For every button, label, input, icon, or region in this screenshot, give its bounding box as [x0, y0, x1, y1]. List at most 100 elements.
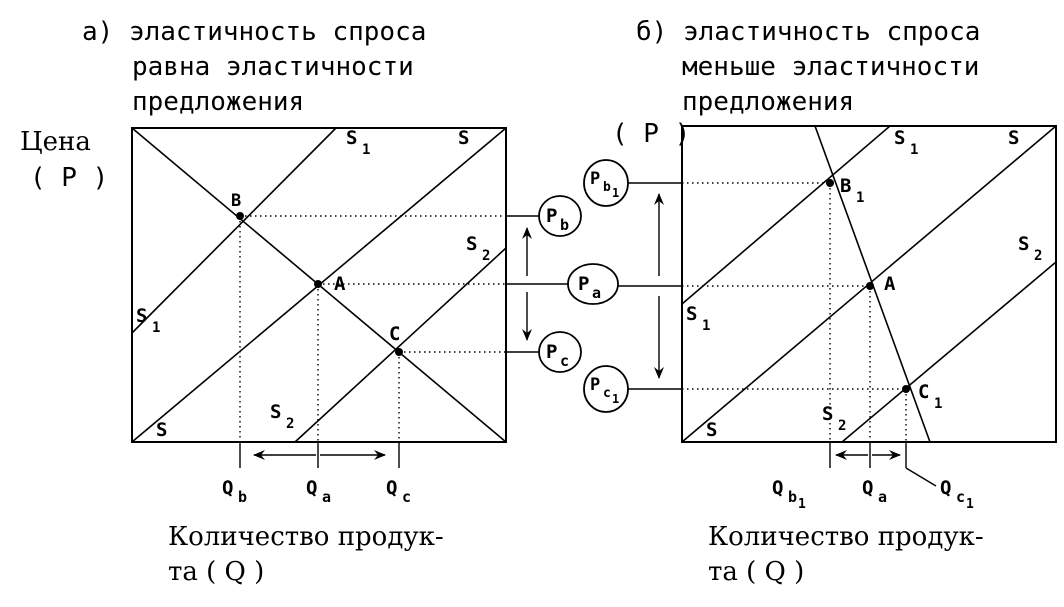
- panel-a-label-qc: Q c: [386, 477, 411, 506]
- svg-text:P: P: [590, 169, 600, 189]
- panel-b-label-s2-bottom: S 2: [822, 403, 846, 434]
- price-connector: P b P a P c P b 1 P c 1: [506, 159, 682, 413]
- svg-text:b: b: [560, 216, 569, 234]
- pb1-circle: [583, 159, 629, 207]
- svg-text:C: C: [918, 381, 929, 403]
- panel-b-point-b1: [826, 179, 834, 187]
- panel-a-point-a: [314, 280, 322, 288]
- svg-text:S: S: [1018, 233, 1029, 255]
- panel-b-title-line1: б) эластичность спроса: [636, 17, 980, 47]
- svg-text:Q: Q: [772, 477, 783, 499]
- pa-circle: [567, 263, 619, 305]
- label-pc1: P c 1: [590, 375, 619, 406]
- panel-a-label-c: C: [389, 323, 400, 345]
- panel-b-supply-s1-line: [681, 125, 891, 305]
- panel-a: а) эластичность спроса равна эластичност…: [20, 17, 507, 587]
- panel-a-point-b: [236, 212, 244, 220]
- svg-text:1: 1: [934, 396, 942, 412]
- svg-text:P: P: [578, 273, 589, 295]
- svg-text:Q: Q: [940, 477, 951, 499]
- svg-text:2: 2: [482, 248, 490, 264]
- svg-text:1: 1: [612, 186, 619, 200]
- panel-b-label-qc1: Q c 1: [940, 477, 974, 512]
- panel-b-label-s1-top: S 1: [894, 127, 918, 158]
- panel-b-label-b1: B 1: [840, 175, 864, 206]
- svg-text:1: 1: [966, 497, 974, 512]
- svg-text:c: c: [956, 488, 965, 506]
- panel-b-x-axis-label-line2: та ( Q ): [708, 557, 804, 587]
- panel-b-label-s2-right: S 2: [1018, 233, 1042, 264]
- svg-text:1: 1: [798, 497, 806, 512]
- panel-b-point-a: [866, 282, 874, 290]
- panel-b: б) эластичность спроса меньше эластичнос…: [612, 17, 1057, 587]
- svg-text:b: b: [238, 488, 247, 506]
- svg-text:c: c: [603, 386, 611, 401]
- svg-text:a: a: [878, 488, 887, 506]
- panel-a-supply-s1-line: [131, 127, 337, 334]
- label-pc: P c: [546, 341, 569, 370]
- svg-text:b: b: [788, 488, 797, 506]
- svg-text:Q: Q: [862, 477, 873, 499]
- panel-b-label-s-bottom: S: [706, 419, 717, 441]
- svg-text:1: 1: [612, 392, 619, 406]
- svg-text:1: 1: [910, 142, 918, 158]
- panel-a-point-c: [395, 348, 403, 356]
- svg-text:1: 1: [152, 320, 160, 336]
- pc-circle: [538, 331, 582, 373]
- panel-b-label-c1: C 1: [918, 381, 942, 412]
- svg-text:S: S: [894, 127, 905, 149]
- panel-a-title-line2: равна эластичности: [132, 52, 414, 82]
- label-pb: P b: [546, 205, 569, 234]
- panel-a-x-axis-label-line2: та ( Q ): [168, 557, 264, 587]
- panel-b-x-axis-label-line1: Количество продук-: [708, 522, 984, 552]
- panel-a-label-qb: Q b: [222, 477, 247, 506]
- svg-text:S: S: [136, 305, 147, 327]
- panel-b-label-qa: Q a: [862, 477, 887, 506]
- svg-text:1: 1: [856, 190, 864, 206]
- label-pa: P a: [578, 273, 601, 302]
- pc1-circle: [583, 365, 629, 413]
- panel-a-label-s-top: S: [458, 127, 469, 149]
- panel-b-qc1-leader: [905, 467, 937, 487]
- panel-a-y-axis-label-line2: ( P ): [30, 163, 108, 193]
- svg-text:2: 2: [286, 416, 294, 432]
- svg-text:P: P: [590, 375, 600, 395]
- svg-text:c: c: [560, 352, 569, 370]
- panel-b-y-axis-label: ( P ): [612, 119, 690, 149]
- panel-a-label-a: A: [334, 273, 346, 295]
- svg-text:P: P: [546, 341, 557, 363]
- svg-text:Q: Q: [386, 477, 397, 499]
- svg-text:Q: Q: [222, 477, 233, 499]
- svg-text:S: S: [270, 401, 281, 423]
- panel-b-label-s-top: S: [1008, 127, 1019, 149]
- panel-a-title-line1: а) эластичность спроса: [82, 17, 426, 47]
- panel-a-title-line3: предложения: [132, 87, 304, 117]
- svg-text:a: a: [322, 488, 331, 506]
- panel-b-frame: [681, 125, 1057, 443]
- panel-b-label-s1-left: S 1: [686, 303, 710, 334]
- panel-b-label-qb1: Q b 1: [772, 477, 806, 512]
- svg-text:b: b: [603, 180, 611, 195]
- panel-a-label-s-bottom: S: [156, 419, 167, 441]
- panel-b-point-c1: [902, 385, 910, 393]
- panel-a-label-b: B: [231, 191, 241, 211]
- panel-a-label-s1-top: S 1: [346, 127, 370, 158]
- svg-text:B: B: [840, 175, 851, 197]
- svg-text:2: 2: [1034, 248, 1042, 264]
- panel-b-title-line3: предложения: [682, 87, 854, 117]
- svg-text:Q: Q: [306, 477, 317, 499]
- pb-circle: [538, 195, 582, 237]
- panel-a-frame: [131, 127, 507, 443]
- svg-text:a: a: [592, 284, 601, 302]
- panel-a-label-s1-left: S 1: [136, 305, 160, 336]
- svg-text:P: P: [546, 205, 557, 227]
- panel-a-supply-s2-line: [294, 247, 507, 443]
- panel-a-label-s2-right: S 2: [466, 233, 490, 264]
- label-pb1: P b 1: [590, 169, 619, 200]
- svg-text:c: c: [402, 488, 411, 506]
- svg-text:2: 2: [838, 418, 846, 434]
- svg-text:S: S: [822, 403, 833, 425]
- svg-text:1: 1: [702, 318, 710, 334]
- svg-text:S: S: [686, 303, 697, 325]
